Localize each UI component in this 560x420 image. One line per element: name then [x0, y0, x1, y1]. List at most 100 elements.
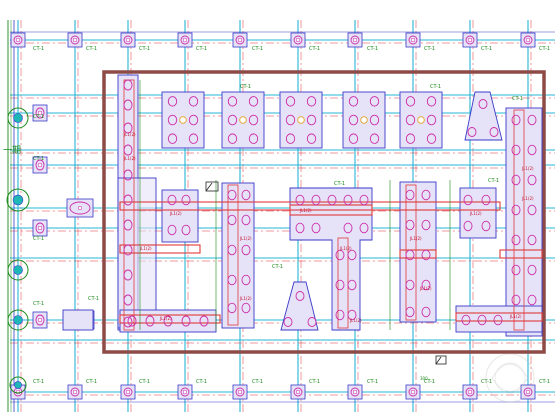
pile-cap-label: CT-1	[240, 84, 251, 90]
column-stub	[238, 38, 242, 42]
pile-circle-icon	[405, 279, 415, 291]
pile-circle-icon	[70, 35, 80, 45]
pile-circle-icon	[421, 249, 431, 261]
pile-circle-icon	[167, 96, 178, 107]
column-stub	[73, 390, 77, 394]
pile-circle-icon	[127, 315, 137, 327]
pile-circle-icon	[527, 114, 537, 126]
pile-circle-icon	[227, 302, 237, 314]
pile-circle-icon	[188, 133, 199, 144]
pile-cap-label: CT-1	[309, 379, 320, 385]
pile-circle-icon	[523, 387, 533, 397]
column-stub	[38, 163, 42, 167]
pile-circle-icon	[461, 314, 471, 326]
pile-circle-icon	[347, 249, 357, 261]
pile-circle-icon	[188, 96, 199, 107]
pile-circle-icon	[241, 302, 251, 314]
pile-circle-icon	[369, 114, 380, 126]
pile-circle-icon	[123, 79, 133, 91]
pile-circle-icon	[123, 316, 133, 328]
foundation-beam	[119, 244, 201, 254]
foundation-beam-vertical	[405, 184, 417, 321]
pile-cap-label: CT-1	[33, 156, 44, 162]
pile-circle-icon	[527, 234, 537, 246]
foundation-beam	[499, 249, 543, 259]
pile-circle-icon	[359, 222, 369, 234]
beam-label: JL1(2)	[239, 296, 252, 301]
column-stub	[126, 38, 130, 42]
column-marker	[297, 116, 305, 124]
pile-circle-icon	[123, 169, 133, 181]
column-stub	[353, 38, 357, 42]
pile-circle-icon	[511, 264, 521, 276]
pile-circle-icon	[295, 194, 305, 206]
column-stub	[183, 390, 187, 394]
pile-circle-icon	[163, 315, 173, 327]
pile-circle-icon	[306, 96, 317, 107]
pile-circle-icon	[343, 222, 353, 234]
pile-circle-icon	[235, 387, 245, 397]
pile-circle-icon	[347, 279, 357, 291]
pile-circle-icon	[123, 194, 133, 206]
beam-label: JL1(2)	[123, 132, 136, 137]
pile-circle-icon	[293, 387, 303, 397]
pile-circle-icon	[241, 274, 251, 286]
beam-label: JL1(2)	[419, 286, 432, 291]
pile-circle-icon	[405, 306, 415, 318]
pile-circle-icon	[481, 220, 491, 232]
pile-circle-icon	[306, 114, 317, 126]
beam-label: JL1(2)	[521, 166, 534, 171]
column-stub	[238, 390, 242, 394]
pile-circle-icon	[511, 114, 521, 126]
column-stub	[38, 226, 42, 230]
piles	[123, 79, 537, 328]
pile-circle-icon	[241, 189, 251, 201]
column-stub	[353, 390, 357, 394]
pile-circle-icon	[227, 133, 238, 144]
pile-circle-icon	[7, 309, 29, 331]
pile-circle-icon	[421, 306, 431, 318]
foundation-beam	[119, 314, 221, 324]
pile-circle-icon	[335, 309, 345, 321]
pile-circle-icon	[180, 387, 190, 397]
construction-boundary	[102, 70, 546, 354]
pile-circle-icon	[405, 219, 415, 231]
pile-circle-icon	[350, 387, 360, 397]
pile-circle-icon	[463, 220, 473, 232]
foundation-beam-vertical	[227, 184, 239, 326]
pile-circle-icon	[227, 114, 238, 126]
pile-core	[13, 265, 23, 275]
column-stub	[38, 111, 42, 115]
pile-circle-icon	[295, 222, 305, 234]
pile-circle-icon	[295, 291, 305, 301]
pile-cap-large	[161, 189, 199, 243]
pile-core	[12, 194, 24, 206]
pile-circle-icon	[426, 133, 437, 144]
pile-circle-icon	[13, 35, 23, 45]
pile-cap-label: CT-1	[252, 379, 263, 385]
beam-label: JL1(2)	[521, 196, 534, 201]
pile-circle-icon	[421, 189, 431, 201]
phase-label: 一期	[3, 145, 21, 156]
pile-circle-icon	[311, 222, 321, 234]
beam-label: JL1(2)	[123, 156, 136, 161]
pile-circle-icon	[463, 194, 473, 206]
pile-circle-icon	[335, 249, 345, 261]
beam-label: JL1(2)	[159, 316, 172, 321]
pile-circle-icon	[180, 35, 190, 45]
pile-cap-label: CT-1	[33, 301, 44, 307]
pile-circle-icon	[35, 314, 45, 326]
pile-circle-icon	[69, 201, 91, 215]
beam-label: JL1(2)	[299, 208, 312, 213]
pile-core	[14, 381, 22, 389]
foundation-beams	[119, 79, 543, 331]
pile-circle-icon	[421, 219, 431, 231]
pile-circle-icon	[227, 189, 237, 201]
pile-circle-icon	[70, 387, 80, 397]
pile-circle-icon	[311, 194, 321, 206]
pile-cap-label: CT-1	[367, 46, 378, 52]
pile-circle-icon	[489, 127, 499, 137]
column-stub	[126, 390, 130, 394]
pile-circle-icon	[199, 315, 209, 327]
pile-circle-icon	[181, 315, 191, 327]
